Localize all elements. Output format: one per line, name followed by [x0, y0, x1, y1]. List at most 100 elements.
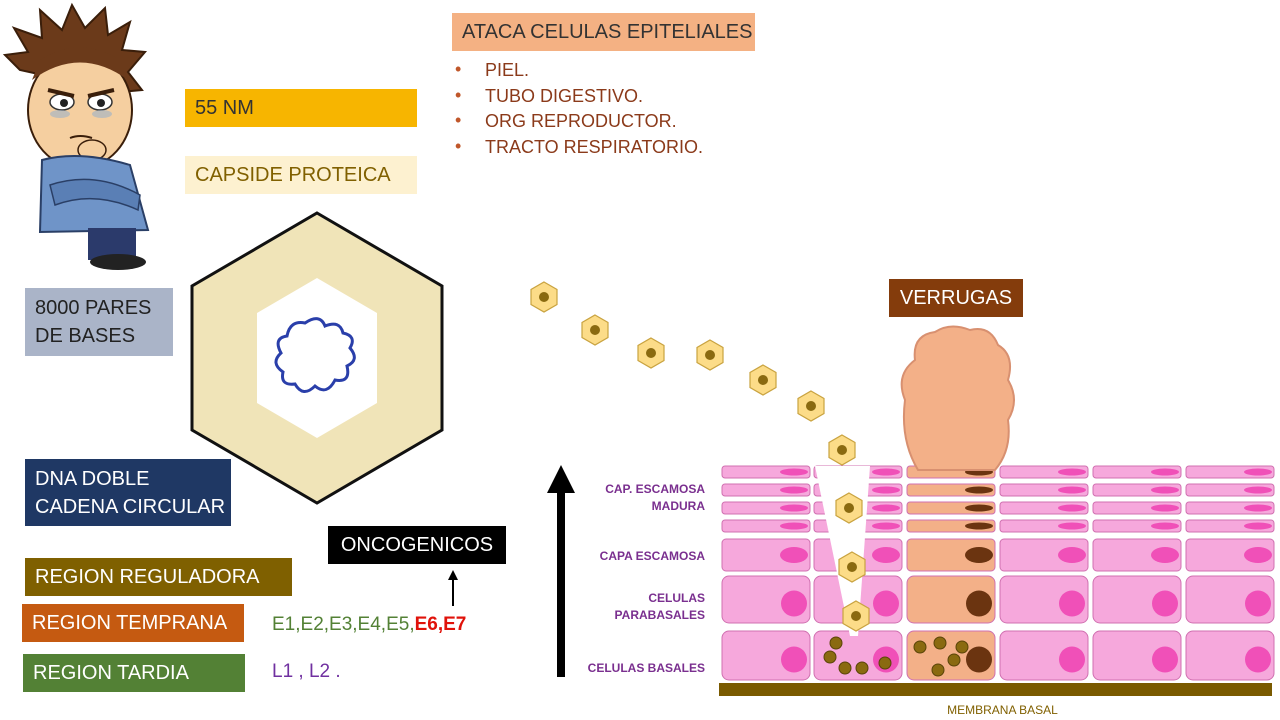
basal-membrane-label: MEMBRANA BASAL [900, 703, 1105, 717]
capsid-inner-hexagon [257, 278, 377, 438]
virion-core [837, 445, 847, 455]
basal-membrane [719, 683, 1272, 696]
warts-text: VERRUGAS [899, 286, 1013, 309]
cell-nucleus [965, 486, 993, 494]
cell-nucleus [872, 522, 900, 530]
basal-membrane-text: MEMBRANA BASAL [947, 703, 1058, 717]
wart-growth [900, 325, 1015, 471]
layer-label-mature-squamous: CAP. ESCAMOSA MADURA [525, 481, 705, 515]
cell-nucleus [1059, 646, 1085, 673]
tissue-item: TRACTO RESPIRATORIO. [455, 136, 703, 163]
squamous-cell [999, 538, 1089, 572]
cell-nucleus [1151, 547, 1179, 563]
layer-label-line: CAPA ESCAMOSA [599, 549, 705, 563]
cell-nucleus [1151, 504, 1179, 512]
thinking-boy-illustration [2, 2, 150, 270]
virion-core [847, 562, 857, 572]
cell-nucleus [1151, 486, 1179, 494]
cell-nucleus [1152, 646, 1178, 673]
late-region-text: REGION TARDIA [33, 661, 189, 684]
genome-size-label: 8000 PARES DE BASES [25, 288, 173, 356]
squamous-cell [1092, 538, 1182, 572]
dna-type-line-1: DNA DOBLE [35, 467, 150, 490]
late-genes: L1 , L2 . [272, 661, 341, 683]
target-title-text: ATACA CELULAS EPITELIALES [462, 20, 753, 43]
squamous-cell [721, 538, 811, 572]
early-region-text: REGION TEMPRANA [32, 611, 228, 634]
oncogenic-arrow-icon [448, 570, 458, 606]
cell-nucleus [965, 547, 993, 563]
cell-nucleus [780, 468, 808, 476]
tissue-item: TUBO DIGESTIVO. [455, 85, 703, 112]
size-text: 55 NM [195, 96, 254, 119]
viral-particle [931, 663, 945, 677]
early-genes-text: E1,E2,E3,E4,E5, [272, 614, 415, 635]
cell-nucleus [780, 504, 808, 512]
capsid-text: CAPSIDE PROTEICA [195, 163, 391, 186]
cell-nucleus [873, 590, 899, 617]
layer-label-line: CAP. ESCAMOSA [605, 482, 705, 496]
layer-label-line: PARABASALES [614, 608, 705, 622]
cell-nucleus [1152, 590, 1178, 617]
viral-particle [955, 640, 969, 654]
late-genes-text: L1 , L2 . [272, 661, 341, 682]
circular-dna-icon [274, 317, 356, 393]
cell-nucleus [1058, 504, 1086, 512]
cell-nucleus [1244, 504, 1272, 512]
tissue-item: ORG REPRODUCTOR. [455, 110, 703, 137]
cell-nucleus [781, 646, 807, 673]
late-region-label: REGION TARDIA [23, 654, 245, 692]
virion-core [646, 348, 656, 358]
cell-nucleus [1244, 486, 1272, 494]
layer-label-parabasal: CELULAS PARABASALES [525, 590, 705, 624]
viral-particle [829, 636, 843, 650]
viral-particle [838, 661, 852, 675]
regulatory-region-text: REGION REGULADORA [35, 565, 260, 588]
oncogenic-label: ONCOGENICOS [328, 526, 506, 564]
capsid-hexagon-diagram [190, 211, 444, 505]
dna-type-line-2: CADENA CIRCULAR [35, 495, 226, 518]
target-title-box: ATACA CELULAS EPITELIALES [452, 13, 755, 51]
virion-core [590, 325, 600, 335]
cell-nucleus [1058, 468, 1086, 476]
cell-nucleus [1151, 522, 1179, 530]
early-genes: E1,E2,E3,E4,E5,E6,E7 [272, 614, 466, 636]
target-tissue-list: PIEL. TUBO DIGESTIVO. ORG REPRODUCTOR. T… [455, 59, 703, 163]
cell-nucleus [1245, 590, 1271, 617]
oncogenic-genes-text: E6,E7 [414, 614, 467, 635]
cell-nucleus [965, 504, 993, 512]
virion-core [705, 350, 715, 360]
layer-label-line: CELULAS BASALES [587, 661, 705, 675]
cell-nucleus [1151, 468, 1179, 476]
cell-nucleus [1058, 522, 1086, 530]
layer-label-basal: CELULAS BASALES [525, 660, 705, 677]
warts-label: VERRUGAS [889, 279, 1023, 317]
virion-core [539, 292, 549, 302]
viral-particle [913, 640, 927, 654]
viral-particle [878, 656, 892, 670]
viral-particle [933, 636, 947, 650]
cell-nucleus [966, 590, 992, 617]
cell-nucleus [1245, 646, 1271, 673]
virion-core [851, 611, 861, 621]
layer-label-squamous: CAPA ESCAMOSA [525, 548, 705, 565]
cell-nucleus [872, 486, 900, 494]
cell-nucleus [1244, 547, 1272, 563]
cell-nucleus [780, 486, 808, 494]
cell-nucleus [781, 590, 807, 617]
dna-type-label: DNA DOBLE CADENA CIRCULAR [25, 459, 231, 526]
viral-particle [947, 653, 961, 667]
cell-nucleus [1058, 547, 1086, 563]
regulatory-region-label: REGION REGULADORA [25, 558, 292, 596]
layer-label-line: CELULAS [648, 591, 705, 605]
genome-size-line-1: 8000 PARES [35, 297, 152, 319]
size-label: 55 NM [185, 89, 417, 127]
cell-nucleus [780, 522, 808, 530]
cell-nucleus [1059, 590, 1085, 617]
cell-nucleus [1058, 486, 1086, 494]
viral-particle [855, 661, 869, 675]
cell-nucleus [965, 522, 993, 530]
differentiation-arrow-icon [547, 465, 575, 677]
squamous-cell [906, 538, 996, 572]
